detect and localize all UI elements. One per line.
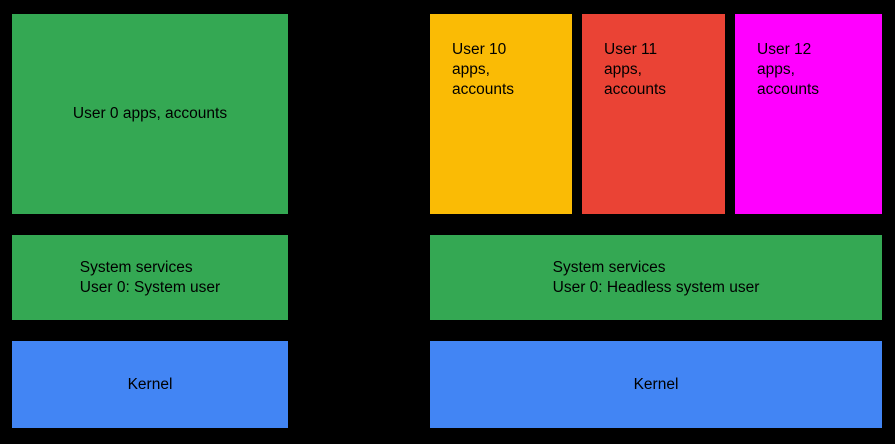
box-right-system-services-label: System services User 0: Headless system … [552,258,760,296]
box-left-kernel: Kernel [12,341,288,428]
box-user10-apps-label: User 10 apps, accounts [452,41,515,98]
box-right-kernel: Kernel [430,341,882,428]
box-left-system-services: System services User 0: System user [12,235,288,320]
box-left-kernel-label: Kernel [127,375,173,393]
box-user11-apps: User 11 apps, accounts [582,14,725,214]
box-user11-apps-label: User 11 apps, accounts [604,41,667,98]
box-user0-apps: User 0 apps, accounts [12,14,288,214]
box-user12-apps: User 12 apps, accounts [735,14,882,214]
box-user10-apps: User 10 apps, accounts [430,14,572,214]
box-left-system-services-label: System services User 0: System user [79,258,221,296]
box-right-system-services: System services User 0: Headless system … [430,235,882,320]
box-right-kernel-label: Kernel [633,375,679,393]
box-user12-apps-label: User 12 apps, accounts [757,41,820,98]
box-user0-apps-label: User 0 apps, accounts [72,105,228,122]
